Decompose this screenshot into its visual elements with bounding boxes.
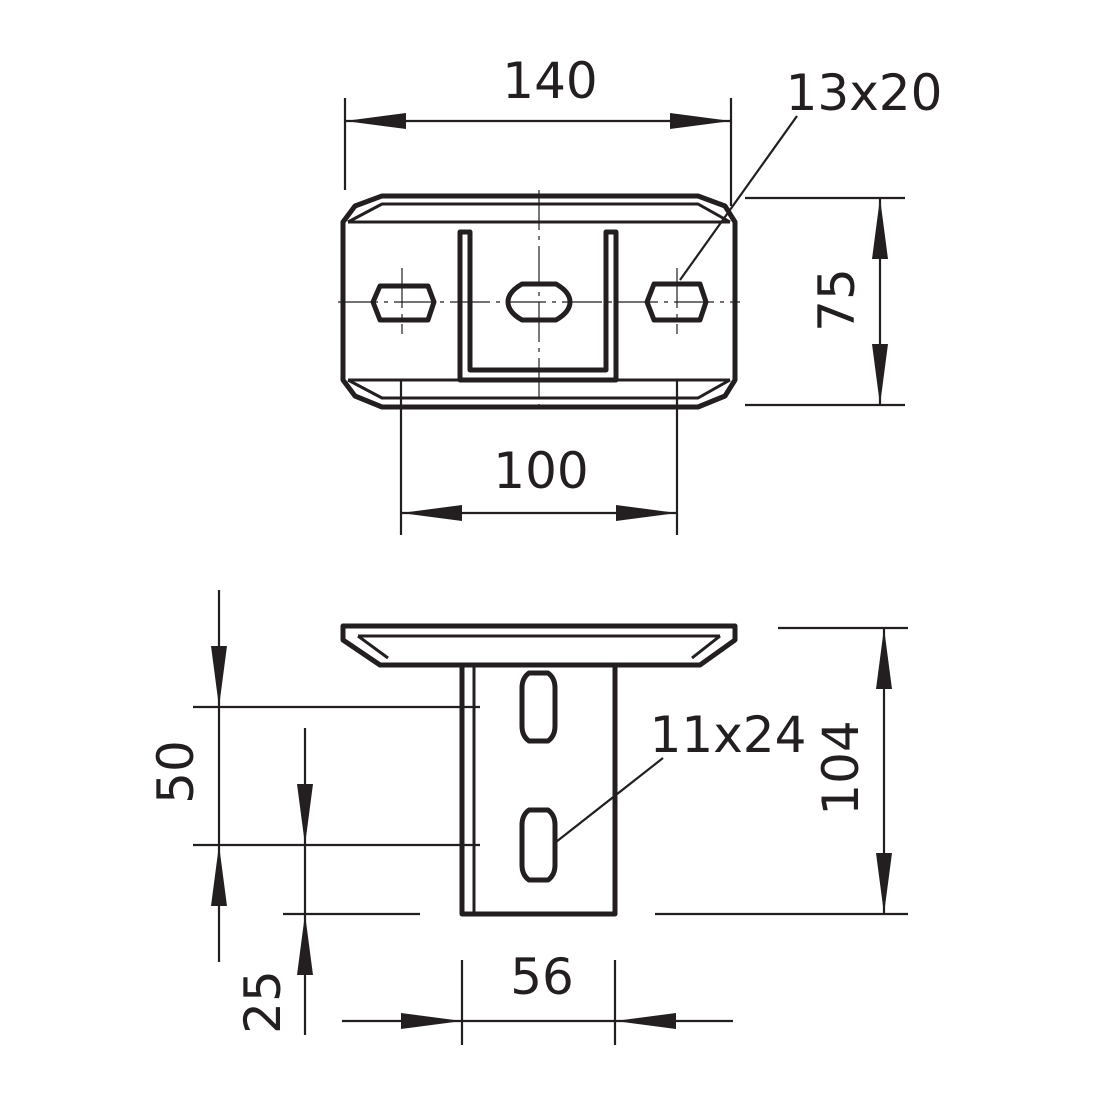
dim-50-arrow-bottom	[211, 845, 227, 906]
side-flange-inner-left	[357, 634, 389, 660]
top-view: 140 13x20 75 100	[338, 52, 942, 535]
top-plate-outline	[340, 193, 738, 410]
dim-75-arrow-top	[872, 198, 888, 259]
leader-13x20	[679, 115, 798, 281]
dim-75-label: 75	[808, 268, 866, 332]
slot-size-side-label: 11x24	[650, 706, 807, 764]
dim-56-arrow-right	[615, 1013, 676, 1029]
dim-100-label: 100	[493, 442, 588, 500]
dim-25-arrow-bottom	[297, 914, 313, 975]
side-view: 11x24 104 50 25 56	[147, 590, 908, 1045]
top-hole-center	[505, 281, 573, 323]
side-flange-inner-right	[691, 634, 721, 660]
dim-25-label: 25	[234, 970, 292, 1034]
top-plate-inner-edge-top	[347, 202, 731, 224]
dim-56-label: 56	[510, 948, 574, 1006]
dim-140-arrow-left	[345, 113, 406, 129]
side-post-outline	[459, 662, 618, 917]
dim-25-arrow-top	[297, 784, 313, 845]
dim-56-arrow-left	[401, 1013, 462, 1029]
dim-104-arrow-top	[876, 628, 892, 689]
dim-140-label: 140	[502, 52, 597, 110]
dim-104-arrow-bottom	[876, 853, 892, 914]
top-plate-inner-edge-bottom	[347, 378, 731, 400]
dim-104-label: 104	[812, 720, 870, 815]
side-slot-upper	[519, 670, 558, 744]
dim-50-label: 50	[147, 740, 205, 804]
top-hole-left	[370, 283, 437, 323]
side-slot-lower	[519, 807, 558, 883]
leader-11x24	[555, 757, 664, 843]
side-flange-outline	[340, 623, 738, 668]
slot-size-top-label: 13x20	[786, 64, 943, 122]
dim-75-arrow-bottom	[872, 344, 888, 405]
dim-100-arrow-right	[616, 505, 677, 521]
dim-50-arrow-top	[211, 646, 227, 707]
dim-140-arrow-right	[670, 113, 731, 129]
u-channel-profile	[457, 229, 619, 383]
dim-100-arrow-left	[401, 505, 462, 521]
